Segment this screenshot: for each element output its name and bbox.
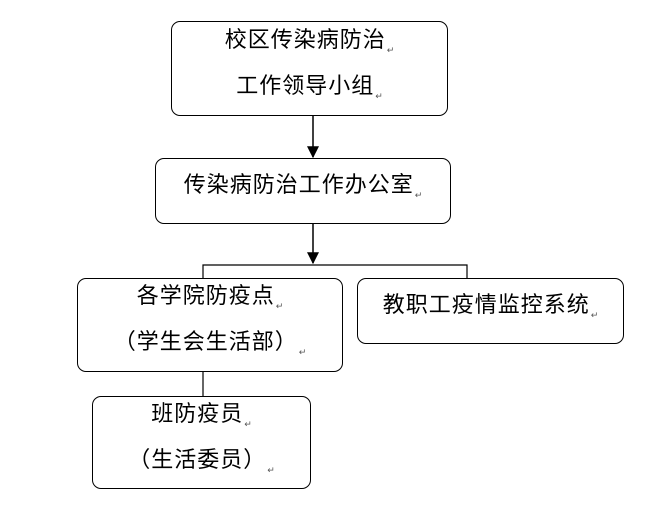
class-box: 班防疫员↵ （生活委员）↵ xyxy=(92,396,311,489)
paragraph-mark-icon: ↵ xyxy=(590,311,599,321)
office-box: 传染病防治工作办公室↵ xyxy=(155,158,451,224)
class-title-line2: （生活委员）↵ xyxy=(128,447,275,476)
paragraph-mark-icon: ↵ xyxy=(386,45,395,56)
office-title: 传染病防治工作办公室↵ xyxy=(183,173,423,201)
leading-group-title-line1: 校区传染病防治↵ xyxy=(224,27,395,56)
paragraph-mark-icon: ↵ xyxy=(375,91,383,102)
staff-box: 教职工疫情监控系统↵ xyxy=(357,278,624,344)
branch-connector xyxy=(202,264,468,279)
class-title-line1: 班防疫员↵ xyxy=(151,401,252,430)
paragraph-mark-icon: ↵ xyxy=(298,348,307,358)
paragraph-mark-icon: ↵ xyxy=(244,419,252,430)
leading-group-title-line2: 工作领导小组↵ xyxy=(236,73,383,102)
college-title-line2: （学生会生活部）↵ xyxy=(113,330,307,358)
paragraph-mark-icon: ↵ xyxy=(414,191,423,201)
college-title-line1: 各学院防疫点↵ xyxy=(136,284,284,312)
paragraph-mark-icon: ↵ xyxy=(275,302,284,312)
leading-group-box: 校区传染病防治↵ 工作领导小组↵ xyxy=(171,21,448,116)
college-box: 各学院防疫点↵ （学生会生活部）↵ xyxy=(77,278,343,372)
paragraph-mark-icon: ↵ xyxy=(267,465,275,476)
staff-title: 教职工疫情监控系统↵ xyxy=(382,293,599,321)
